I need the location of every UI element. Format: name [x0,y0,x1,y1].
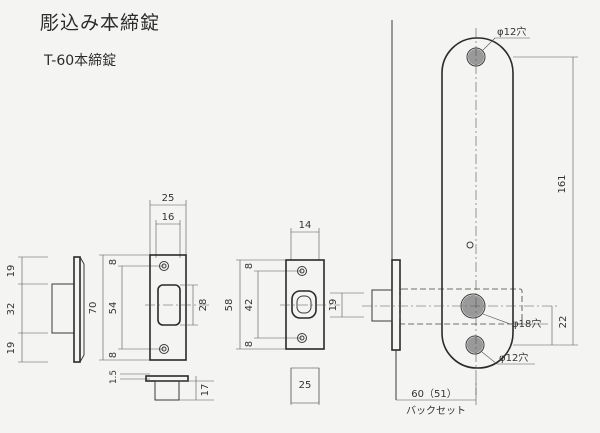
case-width-label: 25 [162,193,175,204]
strike-margin-bottom-label: 8 [244,341,255,347]
strike-view: 14 58 42 8 8 19 25 [224,220,364,405]
backset-label: バックセット [406,405,466,417]
under-body [154,380,180,401]
bottom-hole-icon [465,335,485,355]
escutcheon-offset-label: 22 [558,316,569,329]
side-dim-top: 19 [6,265,17,278]
bolt-height-label: 28 [198,299,209,312]
side-view: 19 32 19 [6,256,85,363]
under-plate [145,375,189,382]
section-bolt [371,289,393,322]
strike-screw-top [297,266,307,276]
strike-bottom-width-label: 25 [299,380,312,391]
section-faceplate [391,259,401,351]
middle-hole-label: φ18穴 [512,317,541,330]
case-height-label: 70 [88,302,99,315]
escutcheon-view: φ12穴 φ18穴 φ12穴 161 22 60（51） バックセット [362,20,578,417]
case-faceplate [149,254,187,361]
case-pitch-label: 54 [108,302,119,315]
top-hole-label: φ12穴 [497,25,526,38]
strike-width-label: 14 [299,220,312,231]
under-small-label: 1.5 [109,370,119,384]
bottom-hole-label: φ12穴 [499,351,528,364]
under-depth-label: 17 [200,384,211,397]
case-inner-width-label: 16 [162,212,175,223]
strike-pitch-label: 42 [244,299,255,312]
page-title: 彫込み本締錠 [40,12,161,34]
side-case-body [51,283,75,334]
strike-plate [285,259,325,350]
side-dim-bottom: 19 [6,342,17,355]
strike-margin-top-label: 8 [244,263,255,269]
strike-screw-bottom [297,333,307,343]
case-front-view: 25 16 70 54 8 8 [88,193,214,401]
strike-bolt-label: 19 [328,299,339,312]
section-case-outline [399,288,523,325]
side-dim-middle: 32 [6,303,17,316]
side-faceplate [73,256,81,363]
escutcheon-plate [441,37,514,369]
case-margin-bottom-label: 8 [108,352,119,358]
pin-hole [466,241,474,249]
screw-hole-top [159,261,169,271]
backset-value: 60（51） [411,388,456,400]
strike-hole [291,290,317,319]
escutcheon-height-label: 161 [557,174,568,193]
screw-hole-bottom [159,344,169,354]
strike-height-label: 58 [224,299,235,312]
case-margin-top-label: 8 [108,259,119,265]
model-subtitle: T-60本締錠 [44,53,117,69]
